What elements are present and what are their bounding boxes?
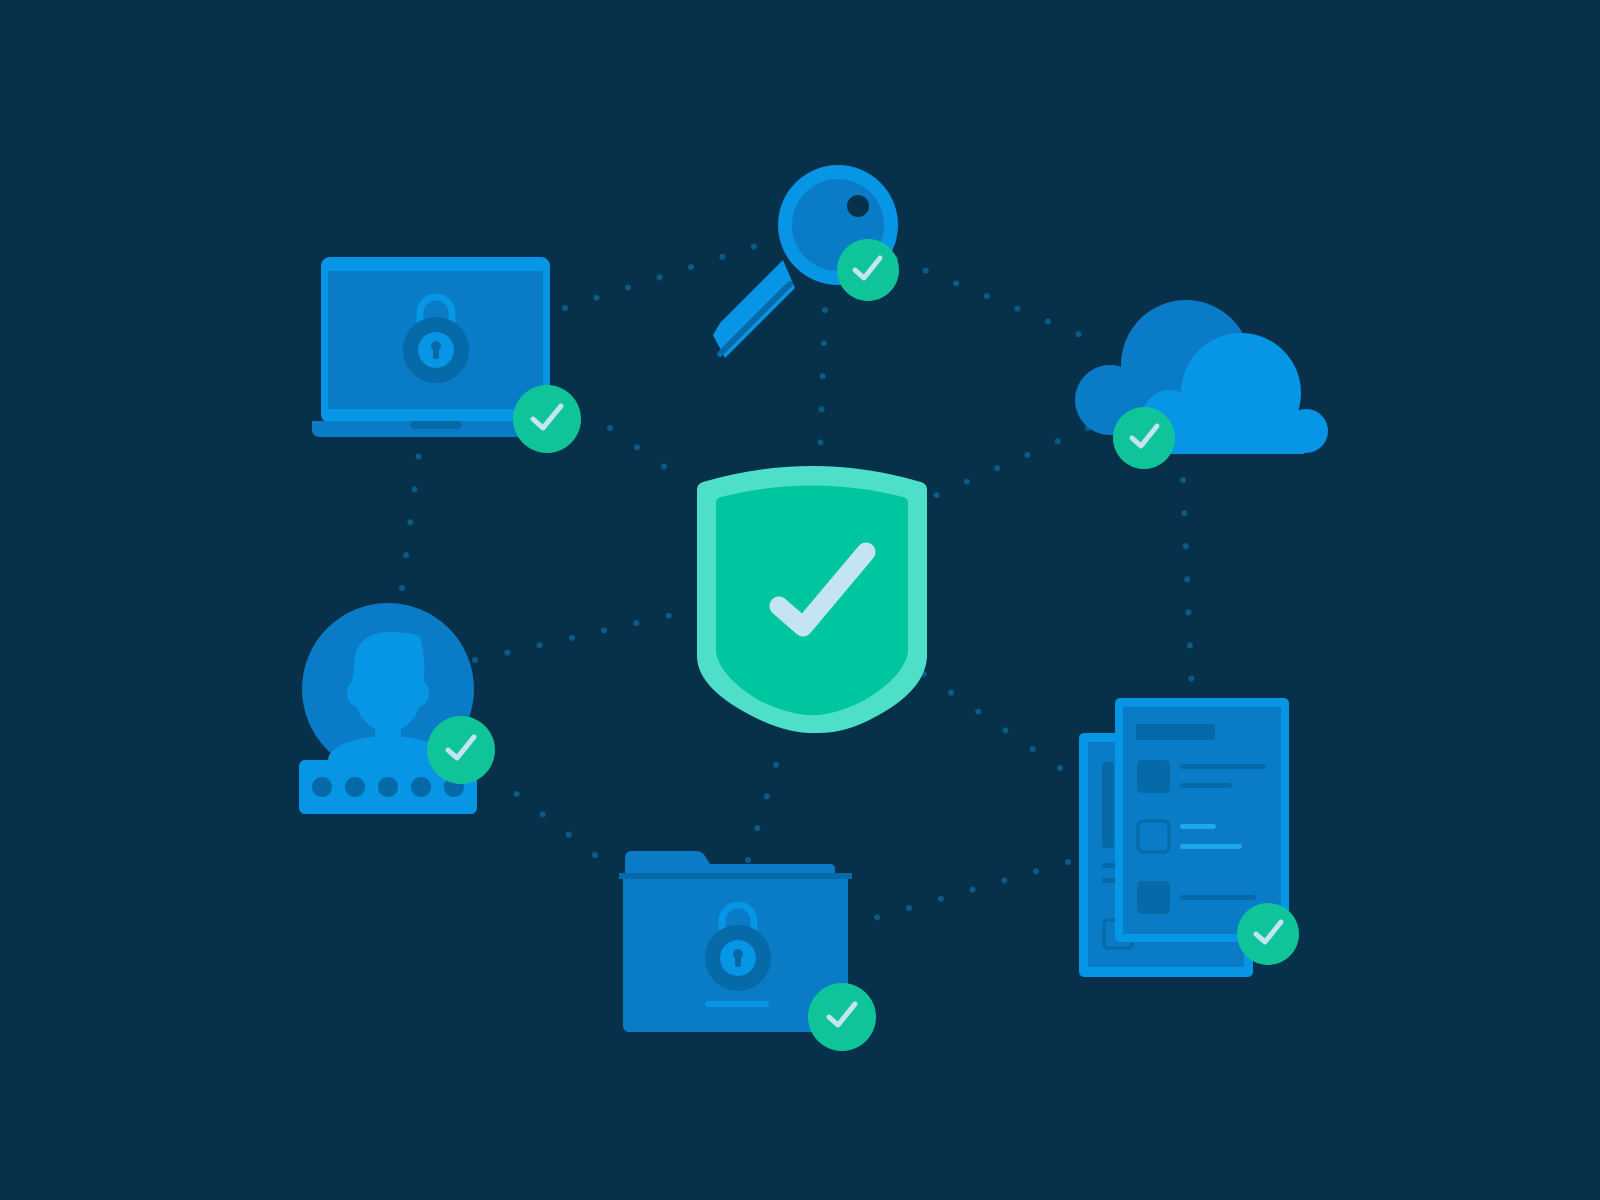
badge-check-cloud [1113,407,1175,469]
check-icon [769,542,876,637]
connection-folder-shield [745,742,785,863]
laptop-lock-icon [312,257,559,437]
badge-check-documents [1237,903,1299,965]
badge-check-user [427,716,495,784]
checkbox-filled [1137,881,1170,914]
check-icon [530,403,564,431]
padlock-icon [403,293,469,383]
badge-check-folder [808,983,876,1051]
connection-laptop-key [562,240,768,311]
checkbox-filled [1137,760,1170,793]
check-icon [1253,919,1284,945]
network-lines [399,240,1195,923]
password-dots [312,777,464,797]
check-icon [852,255,883,281]
folder-lock-icon [619,851,852,1032]
check-icon [1129,423,1160,449]
check-icon [445,734,477,761]
connection-user-shield [472,609,688,663]
shield-check-icon [697,466,927,734]
badge-check-key [837,239,899,301]
badge-check-laptop [513,385,581,453]
documents-icon [1079,698,1289,977]
connection-cloud-documents [1180,477,1195,698]
user-password-icon [299,603,477,814]
connection-documents-folder [865,859,1071,923]
padlock-icon [705,901,771,991]
checkbox-empty [1136,819,1171,854]
check-icon [826,1001,858,1028]
